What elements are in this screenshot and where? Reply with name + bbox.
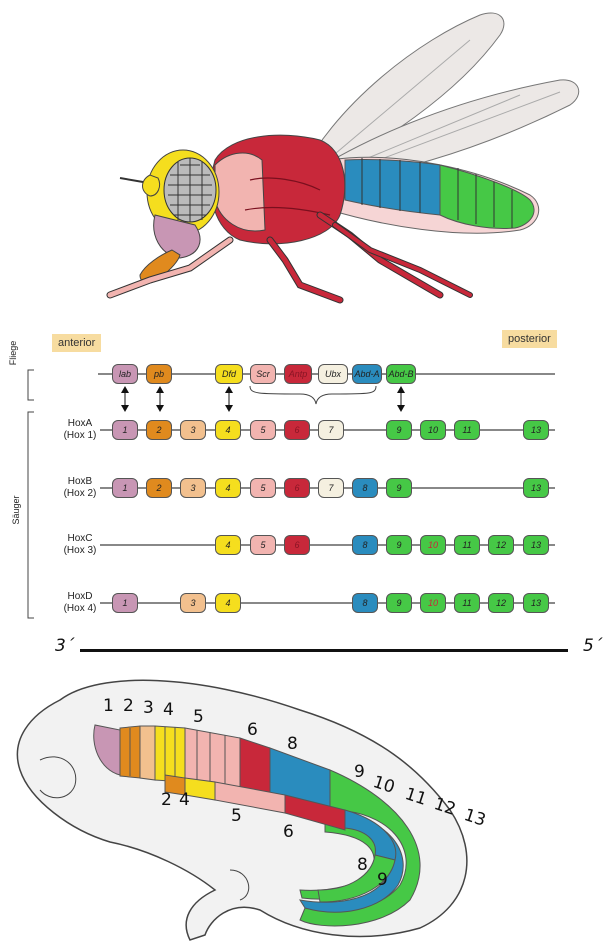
hoxA-gene-10: 10 xyxy=(420,420,446,440)
embryo-num-2: 2 xyxy=(123,696,134,716)
hoxA-label: HoxA (Hox 1) xyxy=(62,418,98,442)
hoxB-gene-9: 9 xyxy=(386,478,412,498)
hoxA-gene-13: 13 xyxy=(523,420,549,440)
embryo-inner-4: 4 xyxy=(179,790,190,810)
hoxB-gene-5: 5 xyxy=(250,478,276,498)
hoxD-gene-1: 1 xyxy=(112,593,138,613)
hoxB-label: HoxB (Hox 2) xyxy=(62,476,98,500)
embryo-num-9: 9 xyxy=(354,762,365,782)
hoxC-gene-9: 9 xyxy=(386,535,412,555)
hoxD-label: HoxD (Hox 4) xyxy=(62,591,98,615)
axis-line xyxy=(80,649,568,652)
hoxB-alt: (Hox 2) xyxy=(62,488,98,500)
hoxA-alt: (Hox 1) xyxy=(62,430,98,442)
fly-gene-abd-a: Abd-A xyxy=(352,364,382,384)
axis-3prime: 3´ xyxy=(55,636,74,656)
hoxA-gene-4: 4 xyxy=(215,420,241,440)
hoxB-name: HoxB xyxy=(62,476,98,488)
embryo-num-1: 1 xyxy=(103,696,114,716)
hoxB-gene-7: 7 xyxy=(318,478,344,498)
hoxC-name: HoxC xyxy=(62,533,98,545)
embryo-inner-9: 9 xyxy=(377,870,388,890)
fly-gene-pb: pb xyxy=(146,364,172,384)
hoxC-gene-5: 5 xyxy=(250,535,276,555)
hoxB-gene-2: 2 xyxy=(146,478,172,498)
hoxD-gene-10: 10 xyxy=(420,593,446,613)
hoxD-gene-9: 9 xyxy=(386,593,412,613)
hoxA-gene-11: 11 xyxy=(454,420,480,440)
hoxA-gene-3: 3 xyxy=(180,420,206,440)
hoxC-gene-13: 13 xyxy=(523,535,549,555)
hoxA-gene-2: 2 xyxy=(146,420,172,440)
hoxC-gene-8: 8 xyxy=(352,535,378,555)
hoxC-alt: (Hox 3) xyxy=(62,545,98,557)
hoxC-gene-12: 12 xyxy=(488,535,514,555)
hoxB-gene-8: 8 xyxy=(352,478,378,498)
hoxB-gene-1: 1 xyxy=(112,478,138,498)
hoxD-gene-4: 4 xyxy=(215,593,241,613)
embryo-illustration xyxy=(0,670,606,947)
hoxC-gene-4: 4 xyxy=(215,535,241,555)
hoxD-gene-11: 11 xyxy=(454,593,480,613)
hoxD-name: HoxD xyxy=(62,591,98,603)
hoxB-gene-3: 3 xyxy=(180,478,206,498)
hoxD-gene-3: 3 xyxy=(180,593,206,613)
hoxA-name: HoxA xyxy=(62,418,98,430)
embryo-num-6: 6 xyxy=(247,720,258,740)
embryo-num-5: 5 xyxy=(193,707,204,727)
fly-gene-lab: lab xyxy=(112,364,138,384)
embryo-inner-5: 5 xyxy=(231,806,242,826)
hoxA-gene-9: 9 xyxy=(386,420,412,440)
embryo-num-4: 4 xyxy=(163,700,174,720)
hoxC-label: HoxC (Hox 3) xyxy=(62,533,98,557)
fly-gene-ubx: Ubx xyxy=(318,364,348,384)
hoxA-gene-5: 5 xyxy=(250,420,276,440)
fly-gene-abd-b: Abd-B xyxy=(386,364,416,384)
fly-gene-scr: Scr xyxy=(250,364,276,384)
hoxA-gene-6: 6 xyxy=(284,420,310,440)
embryo-inner-2: 2 xyxy=(161,790,172,810)
hoxB-gene-6: 6 xyxy=(284,478,310,498)
hoxC-gene-10: 10 xyxy=(420,535,446,555)
hoxB-gene-4: 4 xyxy=(215,478,241,498)
fly-illustration xyxy=(0,0,606,320)
fly-gene-dfd: Dfd xyxy=(215,364,243,384)
hoxC-gene-6: 6 xyxy=(284,535,310,555)
embryo-inner-6: 6 xyxy=(283,822,294,842)
hoxD-gene-8: 8 xyxy=(352,593,378,613)
hoxC-gene-11: 11 xyxy=(454,535,480,555)
hoxA-gene-7: 7 xyxy=(318,420,344,440)
embryo-num-8: 8 xyxy=(287,734,298,754)
embryo-inner-8: 8 xyxy=(357,855,368,875)
hoxD-alt: (Hox 4) xyxy=(62,603,98,615)
axis-5prime: 5´ xyxy=(583,636,602,656)
hoxD-gene-13: 13 xyxy=(523,593,549,613)
hoxB-gene-13: 13 xyxy=(523,478,549,498)
fly-gene-antp: Antp xyxy=(284,364,312,384)
hoxA-gene-1: 1 xyxy=(112,420,138,440)
embryo-num-3: 3 xyxy=(143,698,154,718)
hoxD-gene-12: 12 xyxy=(488,593,514,613)
